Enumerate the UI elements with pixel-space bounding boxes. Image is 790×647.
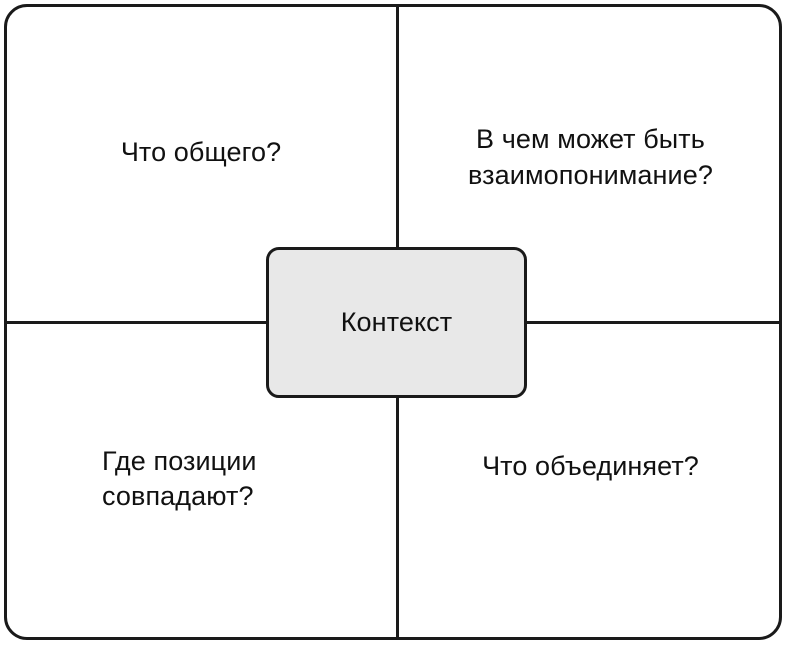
center-context-box: Контекст xyxy=(266,247,527,398)
quadrant-bottom-left-label: Где позиции совпадают? xyxy=(102,445,257,511)
quadrant-bottom-right-label: Что объединяет? xyxy=(482,451,699,482)
quadrant-bottom-right: Что объединяет? xyxy=(399,324,782,640)
quadrant-top-right: В чем может быть взаимопонимание? xyxy=(399,6,782,321)
quadrant-top-left-label: Что общего? xyxy=(120,136,282,167)
quadrant-top-left: Что общего? xyxy=(6,6,396,321)
quadrant-top-right-label: В чем может быть взаимопонимание? xyxy=(468,124,713,190)
center-context-label: Контекст xyxy=(340,307,453,338)
quadrant-bottom-left: Где позиции совпадают? xyxy=(6,324,396,640)
